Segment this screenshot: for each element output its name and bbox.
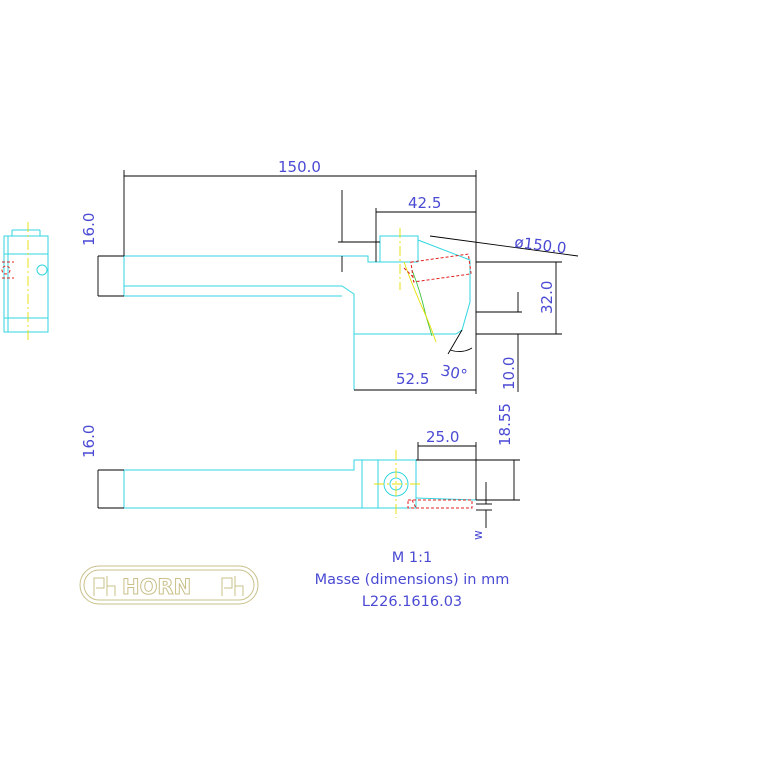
dim-25: 25.0: [426, 428, 459, 446]
dim-150: 150.0: [278, 158, 321, 176]
dim-16-side: 16.0: [80, 213, 98, 246]
dim-10: 10.0: [500, 357, 518, 390]
part-number: L226.1616.03: [362, 594, 462, 610]
dim-diameter: ø150.0: [514, 233, 568, 257]
dim-16-top: 16.0: [80, 425, 98, 458]
dim-42-5: 42.5: [408, 194, 441, 212]
dim-w: w: [471, 530, 485, 540]
title-block: M 1:1 Masse (dimensions) in mm L226.1616…: [315, 550, 510, 610]
dim-30-deg: 30°: [439, 361, 469, 384]
scale-label: M 1:1: [392, 550, 432, 566]
end-view: [1, 222, 49, 340]
dim-18-55: 18.55: [496, 403, 514, 446]
dim-32: 32.0: [538, 281, 556, 314]
dim-52-5: 52.5: [396, 370, 429, 388]
side-view: [123, 228, 472, 390]
dimension-lines: [97, 170, 579, 528]
units-label: Masse (dimensions) in mm: [315, 572, 510, 588]
logo-text: HORN: [122, 575, 191, 599]
dimension-labels: 150.0 42.5 ø150.0 16.0 32.0 30° 52.5 10.…: [80, 158, 567, 540]
horn-logo: HORN: [79, 565, 259, 605]
